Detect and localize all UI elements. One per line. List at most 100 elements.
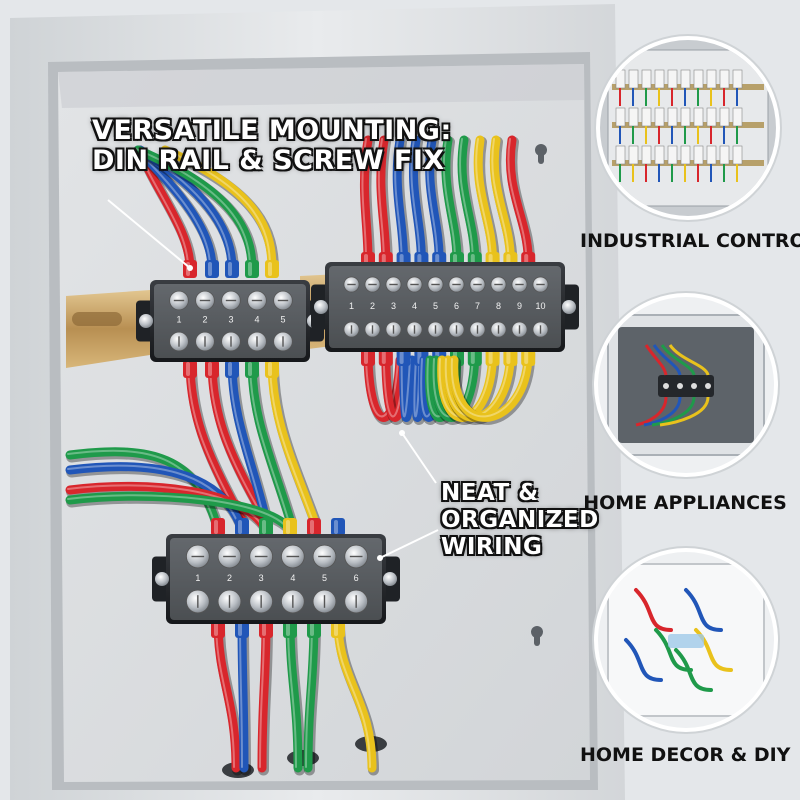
wire (65, 447, 223, 535)
wire (65, 462, 247, 535)
wire-ferrule (259, 620, 273, 638)
wire (333, 617, 377, 773)
callout-wiring: NEAT & ORGANIZED WIRING (441, 480, 599, 561)
terminal-block-5-position: 1 2 3 4 5 (136, 280, 324, 362)
wire-ferrule (361, 348, 375, 366)
wire (285, 617, 303, 773)
industrial-cabinet-icon (594, 34, 782, 222)
wire (376, 135, 391, 265)
terminal-number: 4 (254, 315, 259, 325)
terminal-number: 1 (349, 301, 354, 311)
mounting-screw (314, 300, 328, 314)
wire (257, 617, 271, 773)
wire-ferrule (205, 260, 219, 278)
category-label-industrial: INDUSTRIAL CONTROL (580, 230, 800, 252)
wire (65, 481, 271, 535)
wire-ferrule (331, 518, 345, 536)
wire (457, 135, 480, 265)
wire-ferrule (307, 620, 321, 638)
wire-ferrule (485, 348, 500, 366)
wire (441, 135, 462, 265)
wire (363, 347, 405, 422)
wire (133, 145, 217, 273)
mounting-screw (383, 572, 397, 586)
wire-ferrule (259, 518, 273, 536)
wire-ferrule (183, 360, 197, 378)
callout-wiring-line3: WIRING (441, 534, 543, 561)
wire-ferrule (235, 620, 249, 638)
wire (449, 347, 533, 422)
terminal-number: 2 (227, 573, 232, 583)
callout-mounting: VERSATILE MOUNTING: DIN RAIL & SCREW FIX (92, 115, 452, 177)
terminal-number: 10 (535, 301, 545, 311)
terminal-number: 4 (412, 301, 417, 311)
terminal-number: 9 (517, 301, 522, 311)
mounting-screw (155, 572, 169, 586)
wire-ferrule (211, 518, 225, 536)
wire (473, 135, 498, 265)
wire (267, 357, 319, 525)
wire-ferrule (378, 348, 393, 366)
terminal-number: 7 (475, 301, 480, 311)
wire-ferrule (283, 620, 297, 638)
callout-mounting-line2: DIN RAIL & SCREW FIX (92, 145, 445, 177)
terminal-number: 3 (391, 301, 396, 311)
wire-ferrule (396, 348, 411, 366)
wire (425, 135, 444, 265)
wire (489, 135, 515, 265)
category-label-diy: HOME DECOR & DIY (580, 744, 791, 766)
terminal-number: 4 (290, 573, 295, 583)
terminal-number: 5 (433, 301, 438, 311)
wire-ferrule (245, 360, 259, 378)
terminal-number: 6 (354, 573, 359, 583)
wire (392, 135, 409, 265)
diy-junction-box-icon (592, 546, 780, 734)
callout-wiring-line2: ORGANIZED (441, 507, 599, 534)
terminal-number: 3 (228, 315, 233, 325)
wire-ferrule (225, 260, 239, 278)
callout-wiring-line1: NEAT & (441, 480, 539, 506)
terminal-number: 1 (176, 315, 181, 325)
terminal-number: 5 (280, 315, 285, 325)
wire (408, 135, 426, 265)
wire (303, 617, 319, 773)
terminal-number: 2 (202, 315, 207, 325)
wire (247, 357, 295, 525)
wire-ferrule (331, 620, 345, 638)
wire-ferrule (211, 620, 225, 638)
wire (65, 491, 295, 535)
callout-mounting-line1: VERSATILE MOUNTING: (92, 115, 452, 146)
wire-ferrule (283, 518, 297, 536)
wire-ferrule (235, 518, 249, 536)
wire (359, 135, 373, 265)
terminal-number: 8 (496, 301, 501, 311)
wire-ferrule (265, 360, 279, 378)
terminal-number: 6 (454, 301, 459, 311)
terminal-number: 1 (195, 573, 200, 583)
wire (237, 617, 249, 773)
wire-ferrule (245, 260, 259, 278)
category-label-appliances: HOME APPLIANCES (583, 492, 787, 514)
callout-leader-mounting (107, 199, 191, 269)
wire (399, 347, 417, 422)
wire-ferrule (205, 360, 219, 378)
wire (213, 617, 241, 773)
wire (160, 145, 277, 273)
mounting-screw (139, 314, 153, 328)
mounting-keyhole (531, 144, 547, 646)
wire-ferrule (225, 360, 239, 378)
wire-ferrule (265, 260, 279, 278)
wire-ferrule (467, 348, 482, 366)
wire (227, 357, 271, 525)
mounting-screw (562, 300, 576, 314)
wire-ferrule (503, 348, 518, 366)
wire-ferrule (307, 518, 321, 536)
appliance-junction-box-icon (592, 291, 780, 479)
wire-ferrule (521, 348, 536, 366)
callout-leader-wiring (401, 432, 437, 484)
wire (207, 357, 271, 525)
